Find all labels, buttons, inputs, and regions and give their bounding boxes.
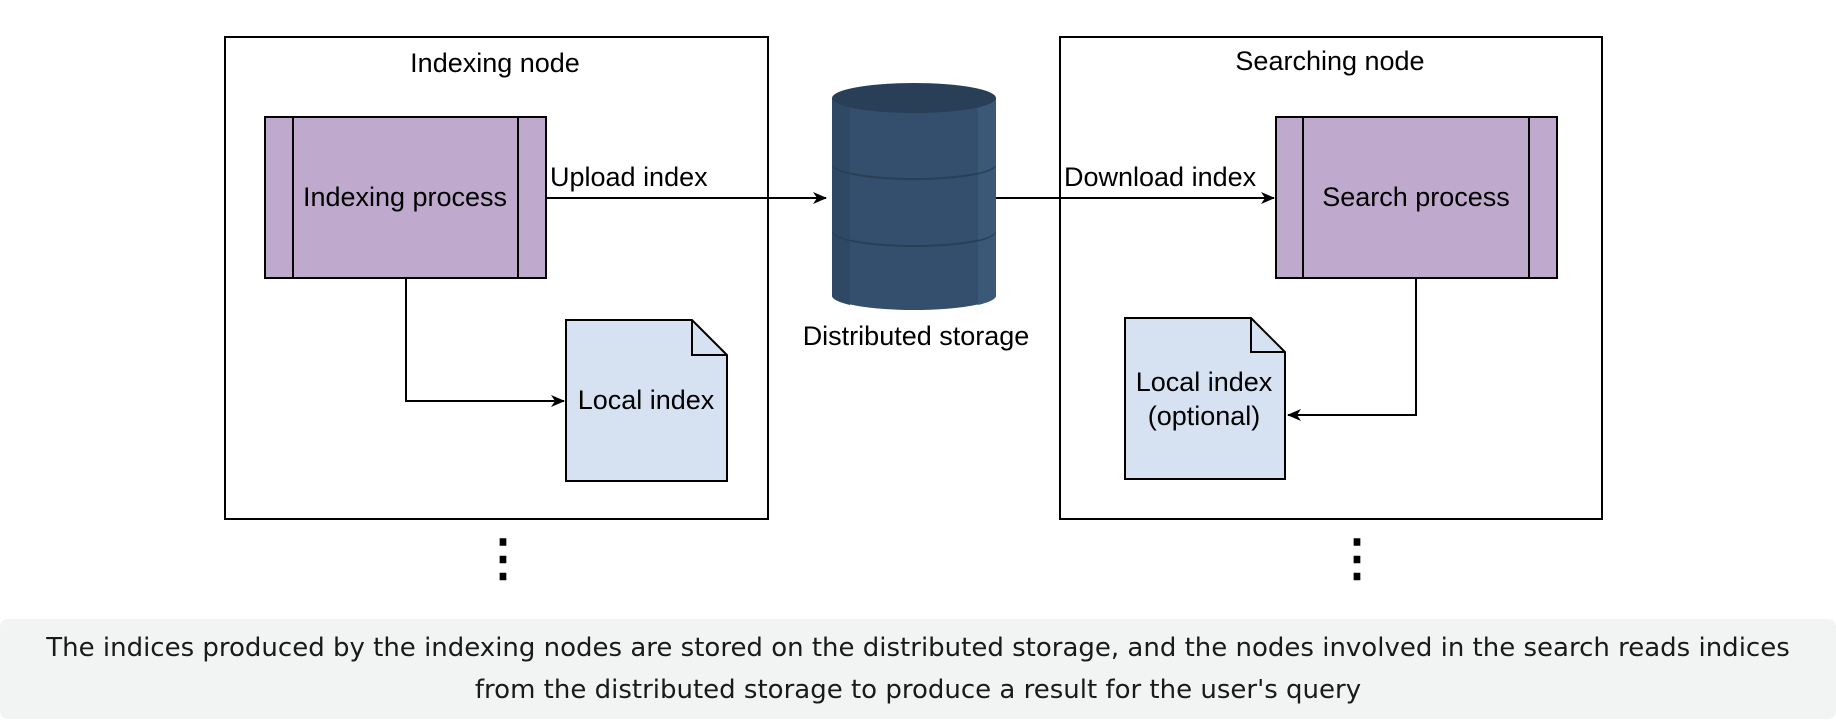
indexing-node: Indexing node Indexing process Local ind… bbox=[224, 36, 769, 586]
searching-node: Searching node Search process Local inde… bbox=[1059, 36, 1603, 586]
local-index-optional-fold bbox=[1250, 318, 1285, 353]
diagram-caption: The indices produced by the indexing nod… bbox=[0, 619, 1836, 719]
upload-index-label: Upload index bbox=[550, 162, 708, 192]
searching-node-continuation: ⋮ bbox=[1332, 530, 1382, 586]
local-index-fold bbox=[691, 320, 727, 356]
searching-node-title: Searching node bbox=[1235, 46, 1424, 76]
local-index-optional-shape bbox=[1124, 317, 1286, 480]
database-icon bbox=[831, 83, 997, 310]
searching-node-frame bbox=[1059, 36, 1603, 520]
edge-search-to-local-index bbox=[1287, 278, 1417, 421]
download-index-label: Download index bbox=[1064, 162, 1257, 192]
caption-text: The indices produced by the indexing nod… bbox=[46, 633, 1790, 705]
edge-process-to-local-index bbox=[405, 278, 565, 407]
indexing-node-continuation: ⋮ bbox=[478, 530, 528, 586]
local-index-optional-label-line1: Local index bbox=[1136, 367, 1273, 397]
search-process-label: Search process bbox=[1322, 182, 1510, 212]
edge-upload-index: Upload index bbox=[546, 162, 827, 204]
distributed-storage: Distributed storage bbox=[803, 83, 1030, 351]
local-index-label: Local index bbox=[578, 385, 715, 415]
local-index-document: Local index bbox=[565, 319, 728, 482]
local-index-shape bbox=[565, 319, 728, 482]
indexing-process-body bbox=[264, 116, 547, 279]
local-index-optional-label-line2: (optional) bbox=[1148, 401, 1261, 431]
search-process-box: Search process bbox=[1275, 116, 1558, 279]
search-process-body bbox=[1275, 116, 1558, 279]
indexing-node-frame bbox=[224, 36, 769, 520]
distributed-storage-label: Distributed storage bbox=[803, 321, 1030, 351]
indexing-process-box: Indexing process bbox=[264, 116, 547, 279]
indexing-process-label: Indexing process bbox=[303, 182, 507, 212]
local-index-optional-document: Local index (optional) bbox=[1124, 317, 1286, 480]
edge-download-index: Download index bbox=[996, 162, 1275, 204]
indexing-node-title: Indexing node bbox=[410, 48, 580, 78]
